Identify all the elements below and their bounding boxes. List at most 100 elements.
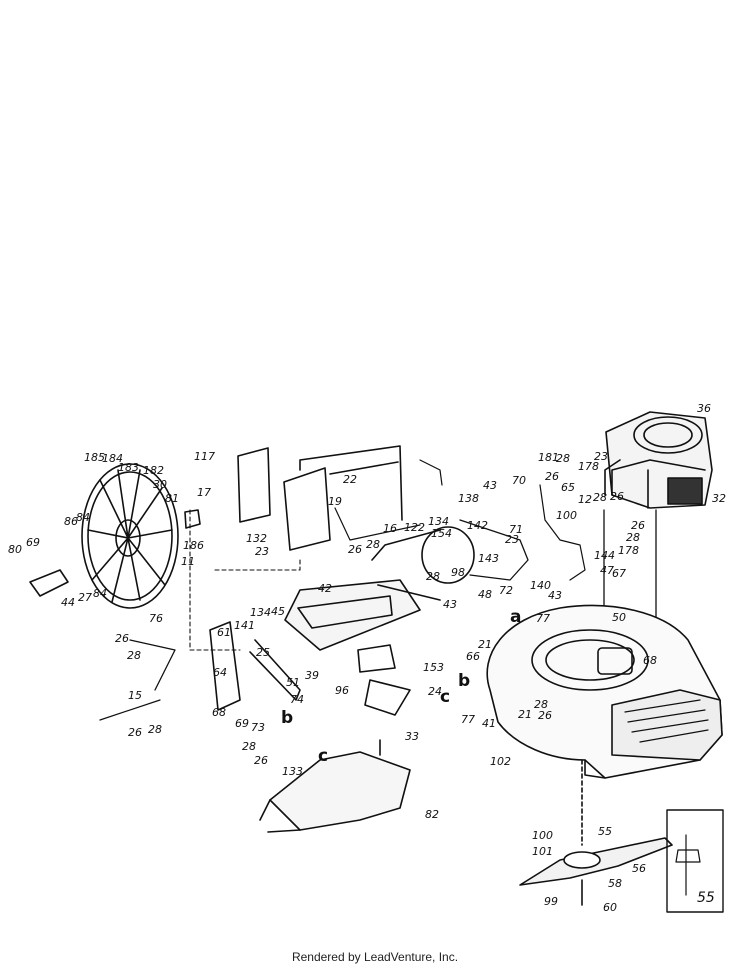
part-number-label: 23 [505,533,519,546]
part-number-label: 11 [181,555,195,568]
part-number-label: 182 [143,464,164,477]
part-number-label: 99 [544,895,558,908]
part-number-label: 69 [26,536,40,549]
part-number-label: 23 [594,450,608,463]
part-number-label: 28 [626,531,640,544]
wheel-drawing [29,463,201,609]
part-number-label: 184 [102,452,123,465]
part-number-label: 26 [254,754,268,767]
part-number-label: 144 [594,549,615,562]
part-number-label: 96 [335,684,349,697]
part-number-label: 25 [256,646,270,659]
part-number-label: 186 [183,539,204,552]
part-number-label: 81 [165,492,179,505]
part-number-label: 28 [148,723,162,736]
part-number-label: 21 [518,708,532,721]
part-number-label: 122 [404,521,425,534]
part-number-label: 86 [64,515,78,528]
part-number-label: 133 [282,765,303,778]
part-number-label: 64 [213,666,227,679]
part-number-label: 56 [632,862,646,875]
part-number-label: 100 [556,509,577,522]
part-number-label: 45 [271,605,285,618]
part-number-label: 98 [451,566,465,579]
part-number-label: 185 [84,451,105,464]
part-number-label: 68 [212,706,226,719]
part-number-label: 27 [78,591,92,604]
callout-letter: b [458,671,471,691]
part-number-label: 69 [235,717,249,730]
part-number-label: 42 [318,582,332,595]
part-number-label: 28 [426,570,440,583]
part-number-label: 55 [697,890,715,906]
rear-door-drawing [237,445,421,551]
part-number-label: 154 [431,527,452,540]
callout-letter: a [510,607,522,627]
part-number-label: 77 [536,612,550,625]
part-number-label: 26 [538,709,552,722]
part-number-label: 71 [509,523,523,536]
part-number-label: 181 [538,451,559,464]
part-number-label: 22 [343,473,357,486]
part-number-label: 74 [290,693,304,706]
part-number-label: 55 [598,825,612,838]
part-number-label: 24 [428,685,442,698]
part-number-label: 26 [115,632,129,645]
part-number-label: 28 [534,698,548,711]
part-number-label: 183 [118,461,139,474]
part-number-label: 77 [461,713,475,726]
part-number-label: 72 [499,584,513,597]
part-number-label: 28 [127,649,141,662]
part-number-label: 51 [286,676,300,689]
part-number-label: 39 [305,669,319,682]
part-number-label: 102 [490,755,511,768]
part-number-label: 101 [532,845,553,858]
part-number-label: 132 [246,532,267,545]
part-number-label: 61 [217,626,231,639]
part-number-label: 73 [251,721,265,734]
part-number-label: 28 [366,538,380,551]
callout-letter: c [318,746,329,766]
part-number-label: 58 [608,877,622,890]
part-number-label: 84 [93,587,107,600]
part-number-label: 28 [556,452,570,465]
part-number-label: 68 [643,654,657,667]
part-number-label: 43 [443,598,457,611]
part-number-label: 23 [255,545,269,558]
part-number-label: 138 [458,492,479,505]
part-number-label: 141 [234,619,255,632]
part-number-label: 142 [467,519,488,532]
part-number-label: 140 [530,579,551,592]
part-number-label: 28 [593,491,607,504]
part-number-label: 134 [250,606,271,619]
part-number-label: 19 [328,495,342,508]
part-number-label: 117 [194,450,215,463]
part-number-label: 60 [603,901,617,914]
part-number-label: 143 [478,552,499,565]
part-number-label: 134 [428,515,449,528]
part-number-label: 44 [61,596,75,609]
part-number-label: 30 [153,478,167,491]
part-number-label: 82 [425,808,439,821]
engine-drawing [604,411,713,509]
part-number-label: 70 [512,474,526,487]
part-number-label: 153 [423,661,444,674]
part-number-label: 32 [712,492,726,505]
part-number-label: 43 [548,589,562,602]
part-number-label: 21 [478,638,492,651]
part-number-label: 41 [482,717,496,730]
callout-letter: c [440,687,451,707]
part-number-label: 26 [348,543,362,556]
part-number-label: 17 [197,486,211,499]
part-number-label: 26 [610,490,624,503]
part-number-label: 65 [561,481,575,494]
part-number-label: 84 [76,511,90,524]
part-number-label: 26 [128,726,142,739]
part-number-label: 12 [578,493,592,506]
part-number-label: 33 [405,730,419,743]
footer-credit: Rendered by LeadVenture, Inc. [291,950,459,964]
part-number-label: 36 [697,402,711,415]
bracket-drawing [209,579,421,711]
part-number-label: 100 [532,829,553,842]
part-number-label: 43 [483,479,497,492]
